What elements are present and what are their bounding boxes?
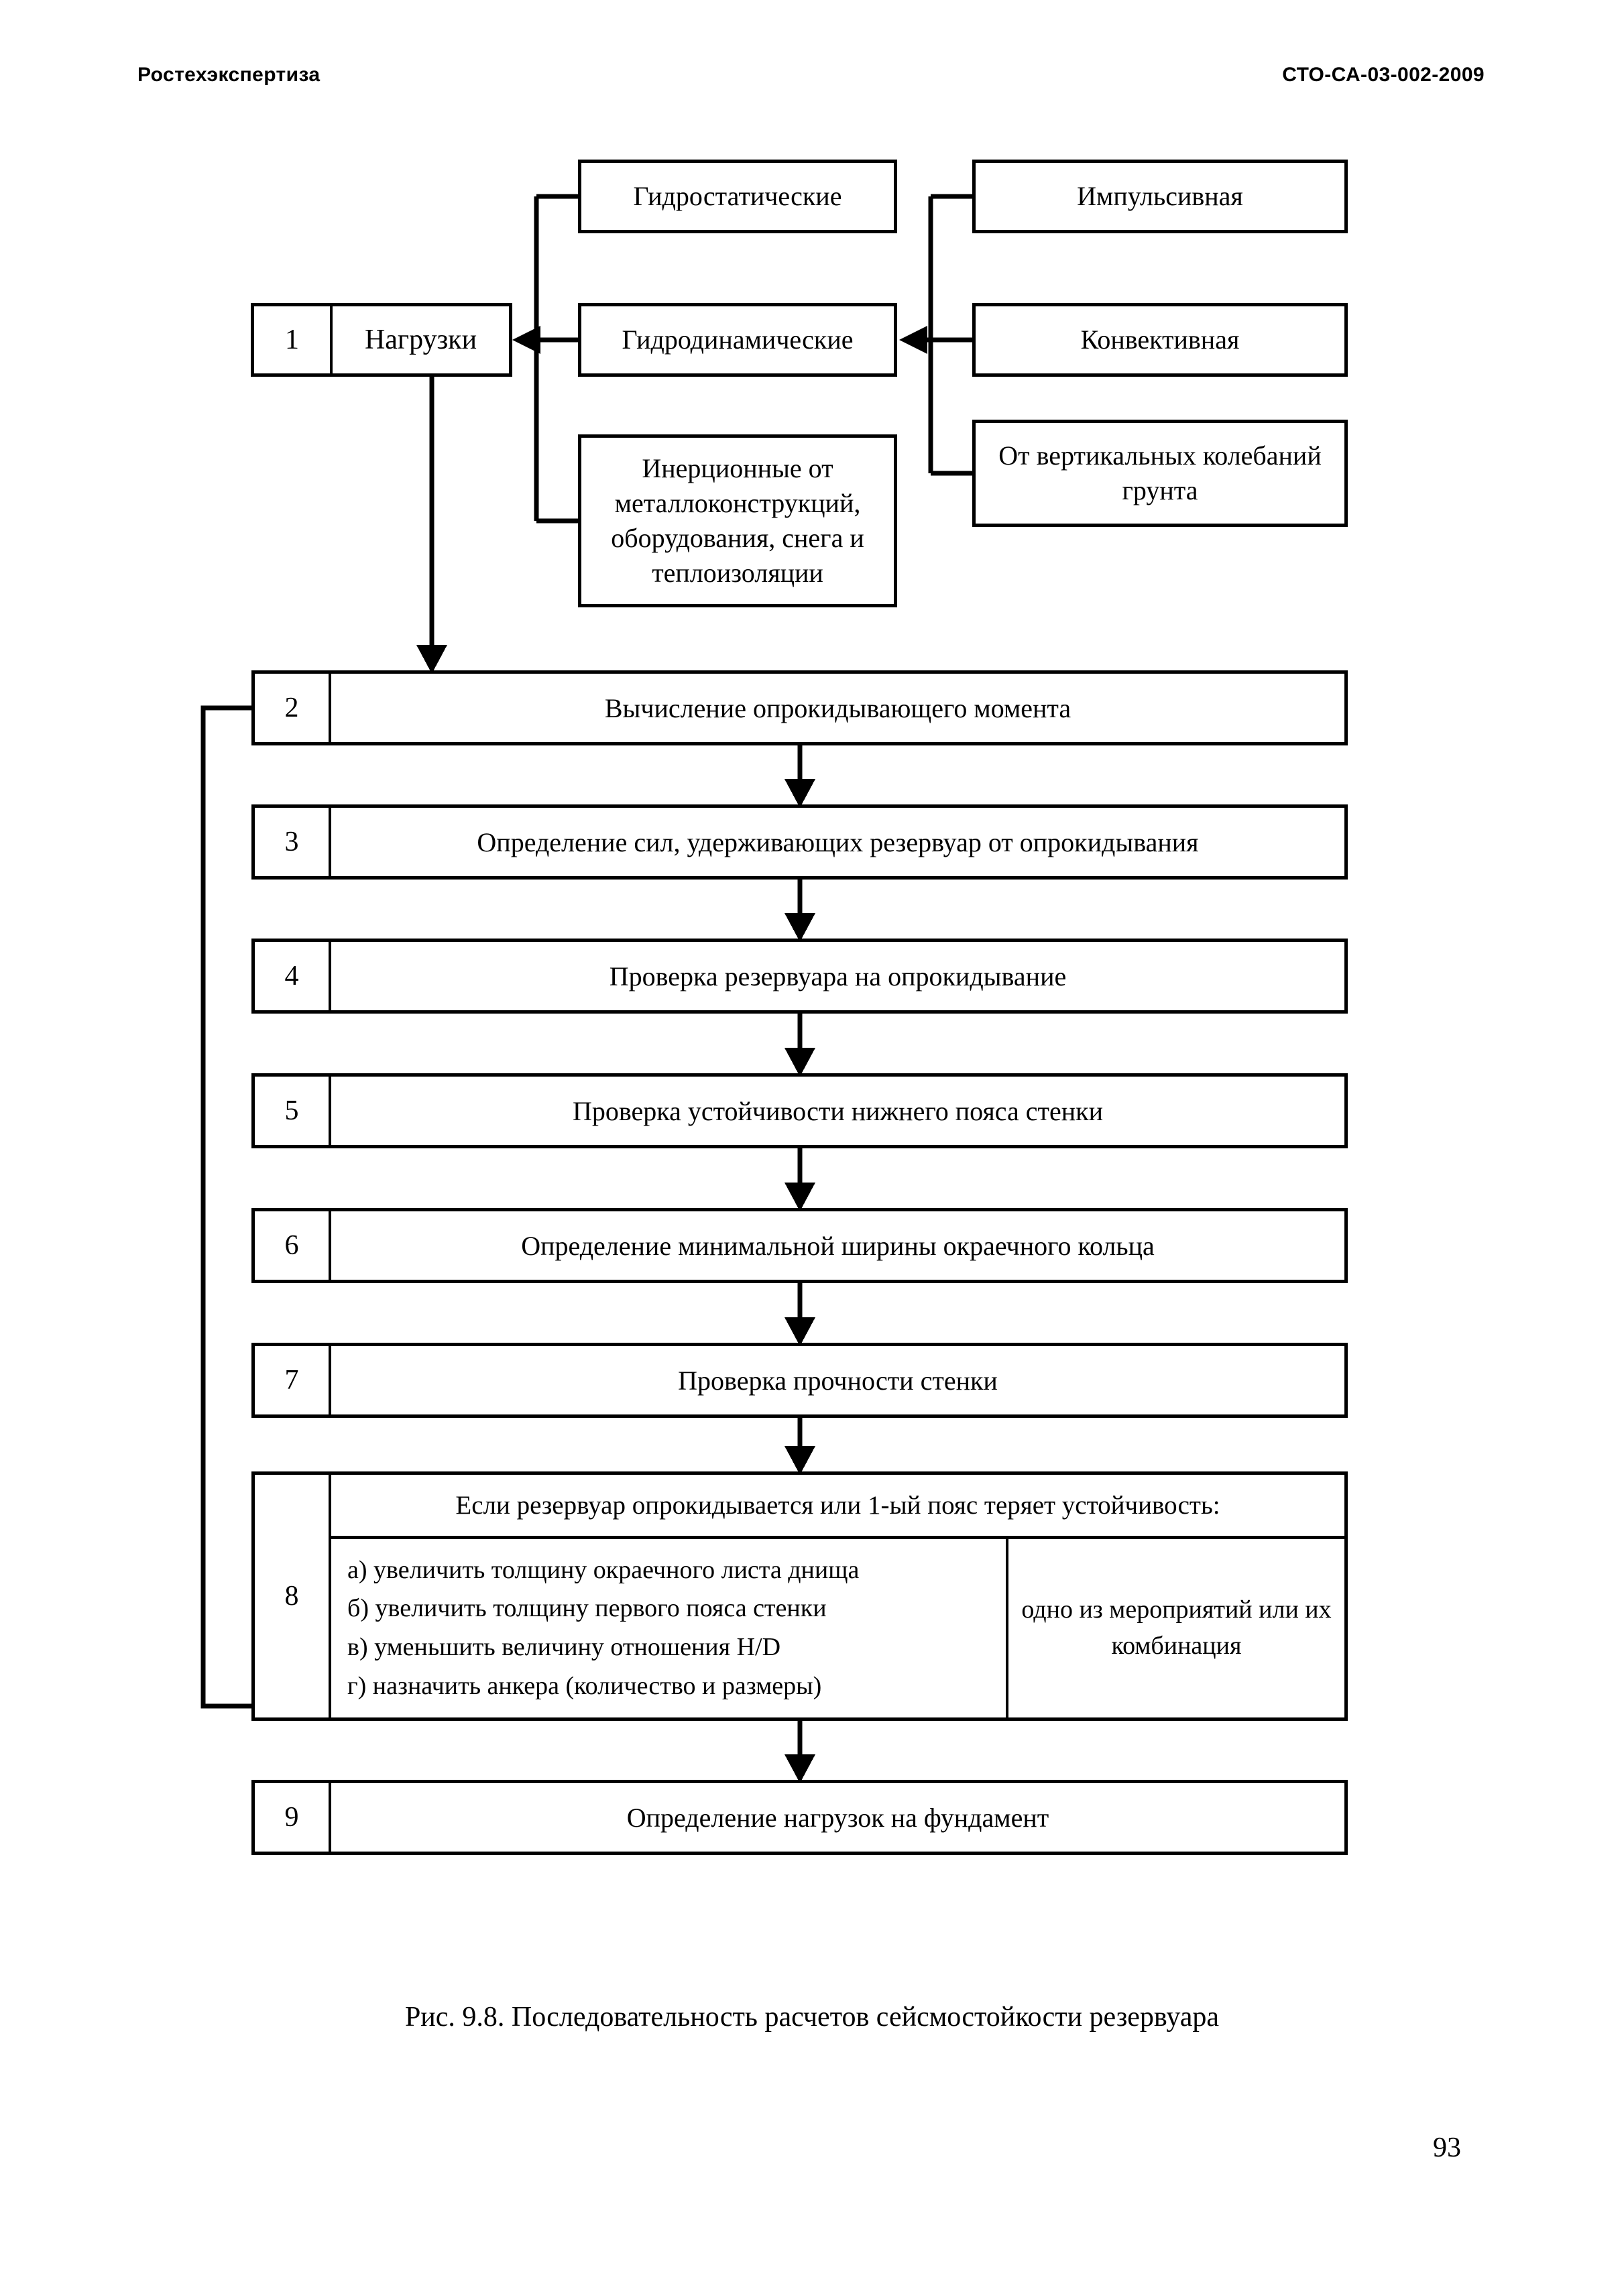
flow-box-loads-number: 1 [254, 306, 333, 373]
flow-step-7-label: Проверка прочности стенки [678, 1365, 998, 1396]
flow-step-7[interactable]: 7 Проверка прочности стенки [251, 1343, 1348, 1418]
flow-step-8-measure-c: в) уменьшить величину отношения H/D [347, 1633, 781, 1661]
header-right-standard-code: СТО-СА-03-002-2009 [1282, 64, 1485, 86]
flow-box-impulsive-label: Импульсивная [1077, 181, 1243, 211]
flow-step-9[interactable]: 9 Определение нагрузок на фундамент [251, 1780, 1348, 1855]
flow-box-convective[interactable]: Конвективная [972, 303, 1348, 377]
flow-step-8-content: Если резервуар опрокидывается или 1-ый п… [331, 1475, 1344, 1717]
flow-step-8-number: 8 [255, 1475, 331, 1717]
flow-step-8[interactable]: 8 Если резервуар опрокидывается или 1-ый… [251, 1471, 1348, 1721]
flow-step-5-label: Проверка устойчивости нижнего пояса стен… [572, 1095, 1104, 1126]
flow-step-8-lower: а) увеличить толщину окраечного листа дн… [331, 1539, 1344, 1717]
flow-step-4[interactable]: 4 Проверка резервуара на опрокидывание [251, 939, 1348, 1014]
flow-step-5[interactable]: 5 Проверка устойчивости нижнего пояса ст… [251, 1073, 1348, 1148]
flow-box-hydrodynamic[interactable]: Гидродинамические [578, 303, 897, 377]
flow-step-3-label: Определение сил, удерживающих резервуар … [477, 827, 1199, 857]
figure-caption: Рис. 9.8. Последовательность расчетов се… [404, 2002, 1220, 2033]
page-number: 93 [1433, 2132, 1461, 2163]
flow-step-5-number: 5 [255, 1077, 331, 1145]
flow-box-inertial-loads-label: Инерционные от металлоконструкций, обору… [611, 453, 864, 588]
flow-box-hydrostatic[interactable]: Гидростатические [578, 160, 897, 233]
flow-step-6[interactable]: 6 Определение минимальной ширины окраечн… [251, 1208, 1348, 1283]
flow-step-2-label: Вычисление опрокидывающего момента [604, 692, 1071, 723]
flow-box-loads[interactable]: 1 Нагрузки [251, 303, 512, 377]
flow-step-6-number: 6 [255, 1211, 331, 1280]
flow-step-4-label: Проверка резервуара на опрокидывание [609, 961, 1067, 991]
flow-step-3-number: 3 [255, 808, 331, 876]
flow-step-2[interactable]: 2 Вычисление опрокидывающего момента [251, 670, 1348, 745]
flow-step-8-note: одно из мероприятий или их комбинация [1021, 1595, 1332, 1660]
flow-step-8-measure-b: б) увеличить толщину первого пояса стенк… [347, 1594, 827, 1623]
flow-step-8-measure-d: г) назначить анкера (количество и размер… [347, 1671, 822, 1700]
flow-step-8-measure-a: а) увеличить толщину окраечного листа дн… [347, 1555, 860, 1584]
flow-box-hydrodynamic-label: Гидродинамические [622, 324, 854, 355]
flow-box-inertial-loads[interactable]: Инерционные от металлоконструкций, обору… [578, 434, 897, 607]
flow-box-vertical-ground-oscillations-label: От вертикальных колебаний грунта [998, 440, 1322, 505]
flow-step-7-number: 7 [255, 1346, 331, 1414]
flow-step-6-label: Определение минимальной ширины окраечног… [521, 1230, 1155, 1261]
flow-step-3[interactable]: 3 Определение сил, удерживающих резервуа… [251, 804, 1348, 880]
flow-box-loads-label: Нагрузки [364, 324, 477, 355]
flow-box-convective-label: Конвективная [1080, 324, 1240, 355]
flow-box-impulsive[interactable]: Импульсивная [972, 160, 1348, 233]
header-left-organization: Ростехэкспертиза [137, 64, 321, 86]
flow-step-8-condition: Если резервуар опрокидывается или 1-ый п… [331, 1475, 1344, 1539]
flow-box-hydrostatic-label: Гидростатические [633, 181, 842, 211]
flow-step-2-number: 2 [255, 674, 331, 742]
flow-step-9-number: 9 [255, 1783, 331, 1852]
flow-step-4-number: 4 [255, 942, 331, 1010]
flow-step-8-measure-list: а) увеличить толщину окраечного листа дн… [331, 1539, 1008, 1717]
flow-step-9-label: Определение нагрузок на фундамент [626, 1802, 1049, 1833]
flow-box-vertical-ground-oscillations[interactable]: От вертикальных колебаний грунта [972, 420, 1348, 527]
